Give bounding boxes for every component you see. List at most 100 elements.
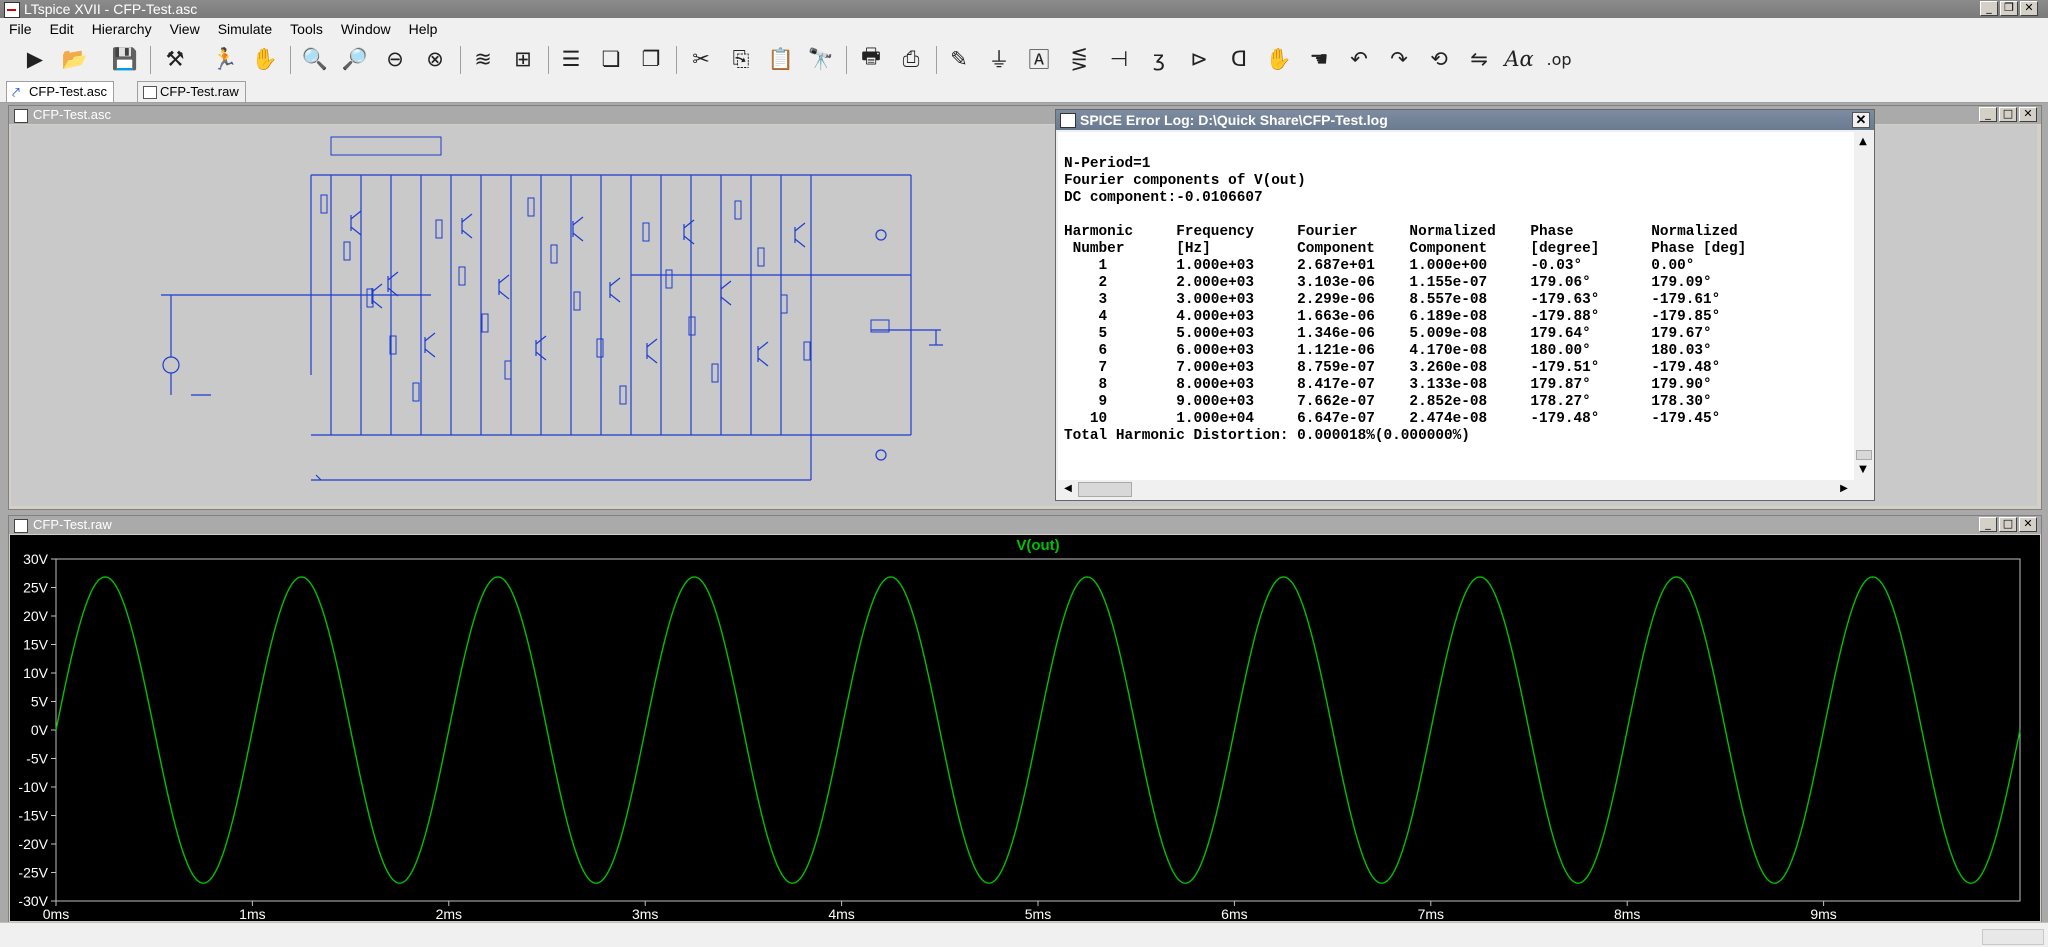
spice-directive-icon[interactable]: .op (1546, 49, 1572, 69)
control-panel-icon[interactable]: ⚒ (165, 47, 185, 71)
find-icon[interactable]: 🔭 (807, 46, 835, 71)
cascade-icon[interactable]: ❏ (601, 47, 621, 71)
error-log-titlebar: SPICE Error Log: D:\Quick Share\CFP-Test… (1056, 110, 1874, 130)
harmonic-row: 4 4.000e+03 1.663e-06 6.189e-08 -179.88°… (1064, 309, 1721, 325)
transistor-collector (609, 277, 621, 287)
open-folder-icon[interactable]: 📂 (61, 46, 89, 71)
resistor-symbol (320, 194, 328, 214)
transistor-emitter (646, 354, 658, 364)
tile-horizontal-icon[interactable]: ☰ (561, 47, 581, 71)
restore-icon[interactable]: ❐ (2000, 1, 2018, 16)
autorange-icon[interactable]: ≋ (474, 47, 492, 71)
output-terminal (875, 229, 887, 241)
menu-view[interactable]: View (169, 21, 200, 37)
resistor-symbol (573, 291, 581, 311)
run-man-icon[interactable]: 🏃 (211, 46, 239, 71)
save-icon[interactable]: 💾 (111, 46, 139, 71)
undo-icon[interactable]: ↶ (1350, 47, 1368, 71)
resistor-symbol (481, 313, 489, 333)
diode-icon[interactable]: ⊳ (1190, 47, 1208, 71)
transistor-collector (387, 271, 399, 281)
waveform-chart: 30V25V20V15V10V5V0V-5V-10V-15V-20V-25V-3… (18, 537, 2021, 922)
menu-hierarchy[interactable]: Hierarchy (91, 21, 152, 37)
y-tick-label: 25V (23, 580, 49, 596)
label-net-icon[interactable]: 🄰 (1028, 48, 1050, 72)
drag-hand-icon[interactable]: ☚ (1309, 47, 1329, 71)
vertical-scrollbar[interactable]: ▲ ▼ (1854, 132, 1872, 480)
resistor-symbol (389, 335, 397, 355)
transistor-collector (535, 335, 547, 345)
tab-schematic[interactable]: ⤤ CFP-Test.asc (6, 81, 115, 102)
maximize-icon[interactable]: □ (1999, 517, 2017, 532)
component-icon[interactable]: ᗡ (1230, 47, 1248, 71)
halt-icon[interactable]: ✋ (251, 46, 279, 71)
run-icon[interactable]: ▶ (26, 47, 44, 71)
ground-icon[interactable]: ⏚ (988, 48, 1010, 72)
capacitor-icon[interactable]: ⊣ (1109, 47, 1129, 71)
menu-window[interactable]: Window (340, 21, 391, 37)
menu-help[interactable]: Help (408, 21, 438, 37)
resistor-symbol (734, 200, 742, 220)
minimize-icon[interactable]: _ (1980, 1, 1998, 16)
zoom-in-icon[interactable]: 🔍 (301, 46, 329, 71)
paste-icon[interactable]: 📋 (767, 46, 795, 71)
resistor-symbol (412, 382, 420, 402)
x-tick-label: 2ms (436, 906, 462, 921)
redo-icon[interactable]: ↷ (1390, 47, 1408, 71)
transistor-emitter (371, 299, 383, 309)
zoom-out-icon[interactable]: ⊖ (386, 47, 404, 71)
waveform-window-icon (14, 519, 28, 533)
tile-vertical-icon[interactable]: ❐ (641, 47, 661, 71)
transistor-collector (794, 222, 806, 232)
mirror-icon[interactable]: ⇋ (1470, 47, 1488, 71)
scroll-right-icon[interactable]: ▶ (1840, 483, 1848, 494)
harmonic-row: 1 1.000e+03 2.687e+01 1.000e+00 -0.03° 0… (1064, 258, 1695, 274)
cut-icon[interactable]: ✂ (692, 47, 710, 71)
text-icon[interactable]: Aα (1504, 47, 1534, 71)
zoom-pan-icon[interactable]: 🔎 (341, 46, 369, 71)
resistor-symbol (527, 197, 535, 217)
y-tick-label: 5V (31, 694, 49, 710)
scroll-down-icon[interactable]: ▼ (1859, 464, 1867, 475)
close-icon[interactable]: ✕ (2019, 107, 2037, 122)
y-tick-label: -10V (18, 779, 48, 795)
tab-waveform[interactable]: CFP-Test.raw (137, 81, 246, 102)
maximize-icon[interactable]: □ (1999, 107, 2017, 122)
error-log-title: SPICE Error Log: D:\Quick Share\CFP-Test… (1080, 112, 1388, 128)
move-hand-icon[interactable]: ✋ (1265, 46, 1293, 71)
inductor-icon[interactable]: ʒ (1152, 47, 1166, 71)
resistor-symbol (642, 222, 650, 242)
zoom-fit-icon[interactable]: ⊗ (426, 47, 444, 71)
transistor-emitter (535, 351, 547, 361)
resistor-symbol (550, 244, 558, 264)
menu-edit[interactable]: Edit (49, 21, 74, 37)
rotate-icon[interactable]: ⟲ (1430, 47, 1448, 71)
grid-icon[interactable]: ⊞ (514, 47, 532, 71)
horizontal-scroll-thumb[interactable] (1078, 482, 1132, 497)
waveform-titlebar: CFP-Test.raw _ □ ✕ (9, 516, 2041, 534)
minimize-icon[interactable]: _ (1979, 517, 1997, 532)
print-icon[interactable]: 🖶 (861, 43, 881, 68)
close-icon[interactable]: ✕ (2019, 517, 2037, 532)
harmonic-row: 2 2.000e+03 3.103e-06 1.155e-07 179.06° … (1064, 275, 1712, 291)
print-setup-icon[interactable]: ⎙ (902, 46, 920, 71)
close-icon[interactable]: ✕ (1852, 112, 1870, 128)
close-icon[interactable]: ✕ (2020, 1, 2038, 16)
x-tick-label: 7ms (1418, 906, 1444, 921)
menu-tools[interactable]: Tools (290, 21, 323, 37)
vertical-scroll-thumb[interactable] (1856, 450, 1872, 460)
minimize-icon[interactable]: _ (1979, 107, 1997, 122)
copy-icon[interactable]: ⎘ (732, 46, 750, 71)
transistor-collector (683, 219, 695, 229)
resistor-icon[interactable]: ⋚ (1070, 47, 1088, 71)
transistor-emitter (424, 348, 436, 358)
scroll-up-icon[interactable]: ▲ (1859, 136, 1867, 147)
menu-simulate[interactable]: Simulate (217, 21, 273, 37)
scroll-left-icon[interactable]: ◀ (1064, 483, 1072, 494)
resistor-symbol (435, 219, 443, 239)
menu-file[interactable]: File (9, 21, 32, 37)
transistor-collector (646, 338, 658, 348)
draw-wire-icon[interactable]: ✎ (950, 47, 968, 71)
horizontal-scrollbar[interactable]: ◀ ▶ (1058, 480, 1854, 498)
